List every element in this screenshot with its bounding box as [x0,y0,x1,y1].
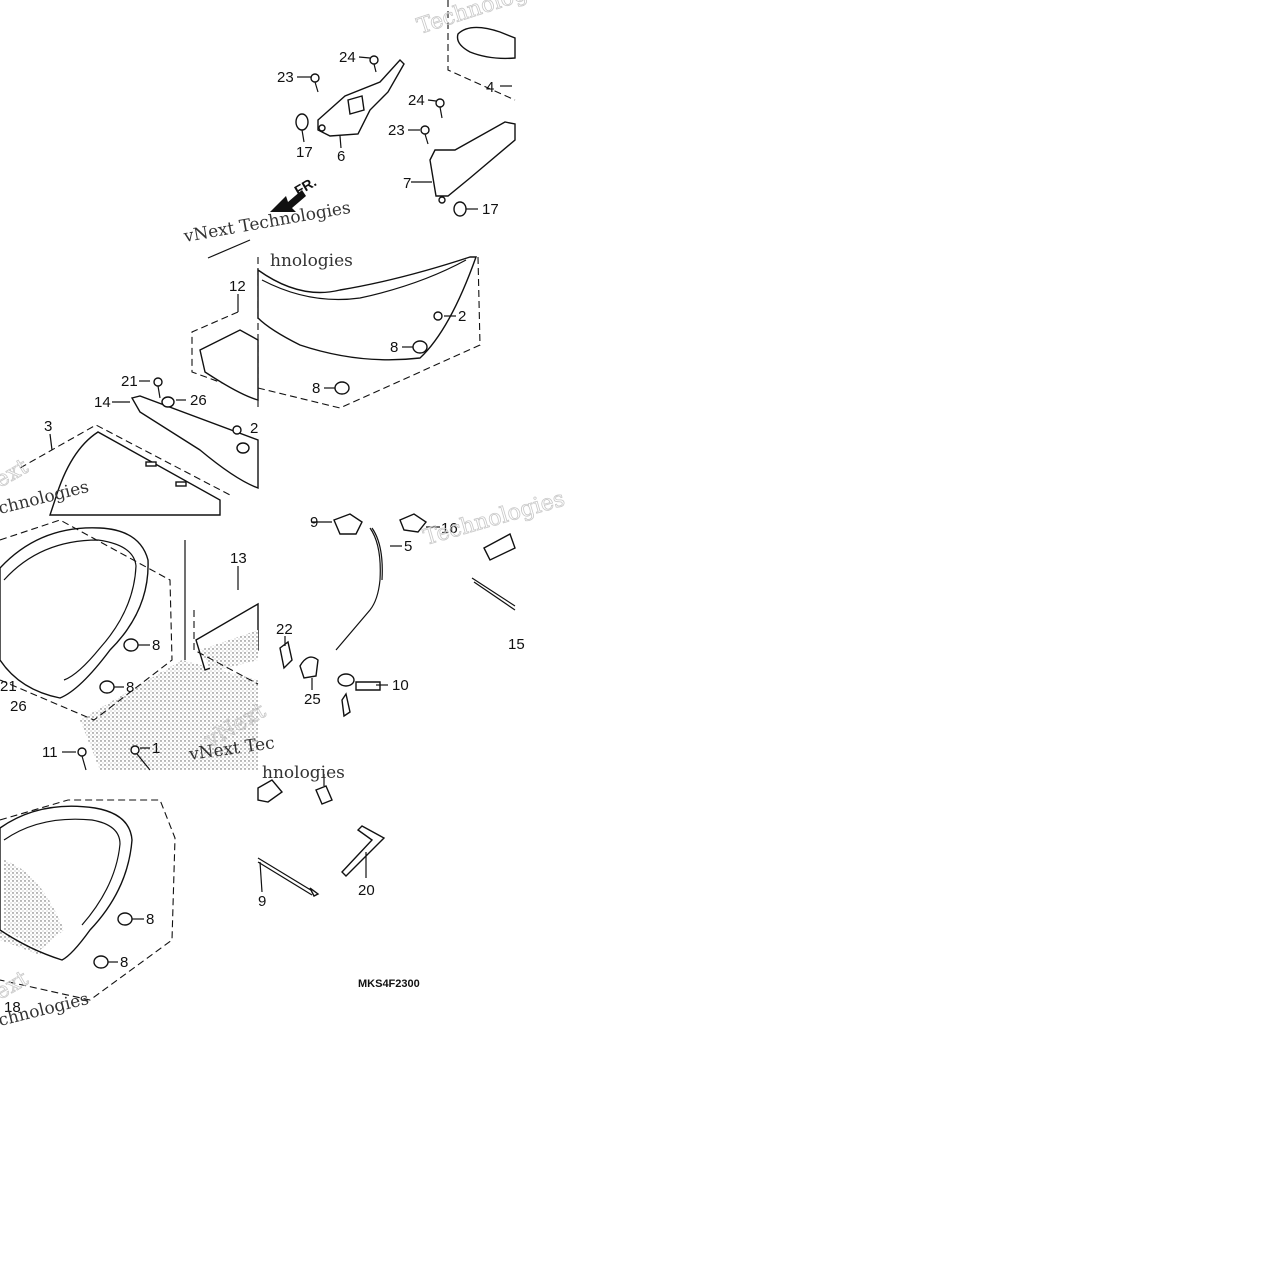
callout-label: 8 [152,637,160,654]
callout-label: 25 [304,691,321,708]
stay-16 [399,513,428,533]
callout-label: 21 [0,678,17,695]
callout-label: 11 [42,744,58,761]
callout-label: 18 [4,999,21,1016]
callout-label: 10 [392,677,409,694]
hex-wrench-20 [341,825,386,877]
callout-label: 4 [486,79,494,96]
callout-label: 23 [388,122,405,139]
callout-label: 24 [408,92,425,109]
callout-label: 17 [296,144,313,161]
callout-label: 3 [44,418,52,435]
front-arrow-icon [270,190,306,212]
callout-label: 2 [250,420,258,437]
cowl-part-12 [199,329,259,401]
seat-lock-cable [335,527,381,651]
callout-label: 24 [339,49,356,66]
callout-label: 6 [337,148,345,165]
callout-label: 9 [258,893,266,910]
watermark: hnologies [270,251,353,271]
tile-lock-cable: 9 16 5 22 25 10 15 Technologies [276,486,568,718]
seat-cowl-part [456,26,516,60]
diagram-code: MKS4F2300 [358,978,420,990]
callout-label: 8 [390,339,398,356]
callout-label: 15 [508,636,525,653]
callout-label: 12 [229,278,246,295]
watermark: hnologies [262,763,345,783]
tile-tools: 9 20 hnologies MKS4F2300 [257,763,420,990]
callout-label: 1 [152,740,160,757]
callout-label: 13 [230,550,247,567]
callout-label: 7 [403,175,411,192]
callout-label: 26 [190,392,207,409]
watermark: vNext Technologies [181,198,352,247]
svg-text:FR.: FR. [292,173,320,198]
callout-label: 16 [441,520,458,537]
watermark: ext [0,454,33,493]
holder-15 [299,656,319,679]
callout-label: 26 [10,698,27,715]
tile-top: FR. 24 23 17 6 24 23 7 17 4 Technologies… [181,0,561,259]
latch-9 [333,513,363,535]
callout-label: 9 [310,514,318,531]
grip-1 [483,532,516,561]
callout-label: 8 [120,954,128,971]
tile-seat-bottom: 8 8 18 ext chnologies [0,799,176,1031]
callout-label: 5 [404,538,412,555]
callout-label: 8 [146,911,154,928]
callout-label: 2 [458,308,466,325]
tool-handle [257,779,284,803]
callout-label: 23 [277,69,294,86]
grab-rail-14 [130,395,259,489]
pillion-seat [0,527,149,699]
bracket-right [429,121,516,197]
callout-label: 20 [358,882,375,899]
seat-part [257,256,477,361]
callout-label: 22 [276,621,293,638]
tile-seat-upper: 12 2 8 8 hnologies [191,251,481,409]
tile-cowl-left: 21 14 26 3 2 ext chnologies [0,373,259,519]
callout-label: 14 [94,394,111,411]
tile-seat-left: 13 8 8 21 26 11 1 vNext Tec vNext [0,519,276,771]
callout-label: 8 [312,380,320,397]
cowl-part-3 [49,431,221,516]
callout-label: 21 [121,373,138,390]
callout-label: 8 [126,679,134,696]
callout-label: 17 [482,201,499,218]
watermark: Technologies [421,487,568,551]
